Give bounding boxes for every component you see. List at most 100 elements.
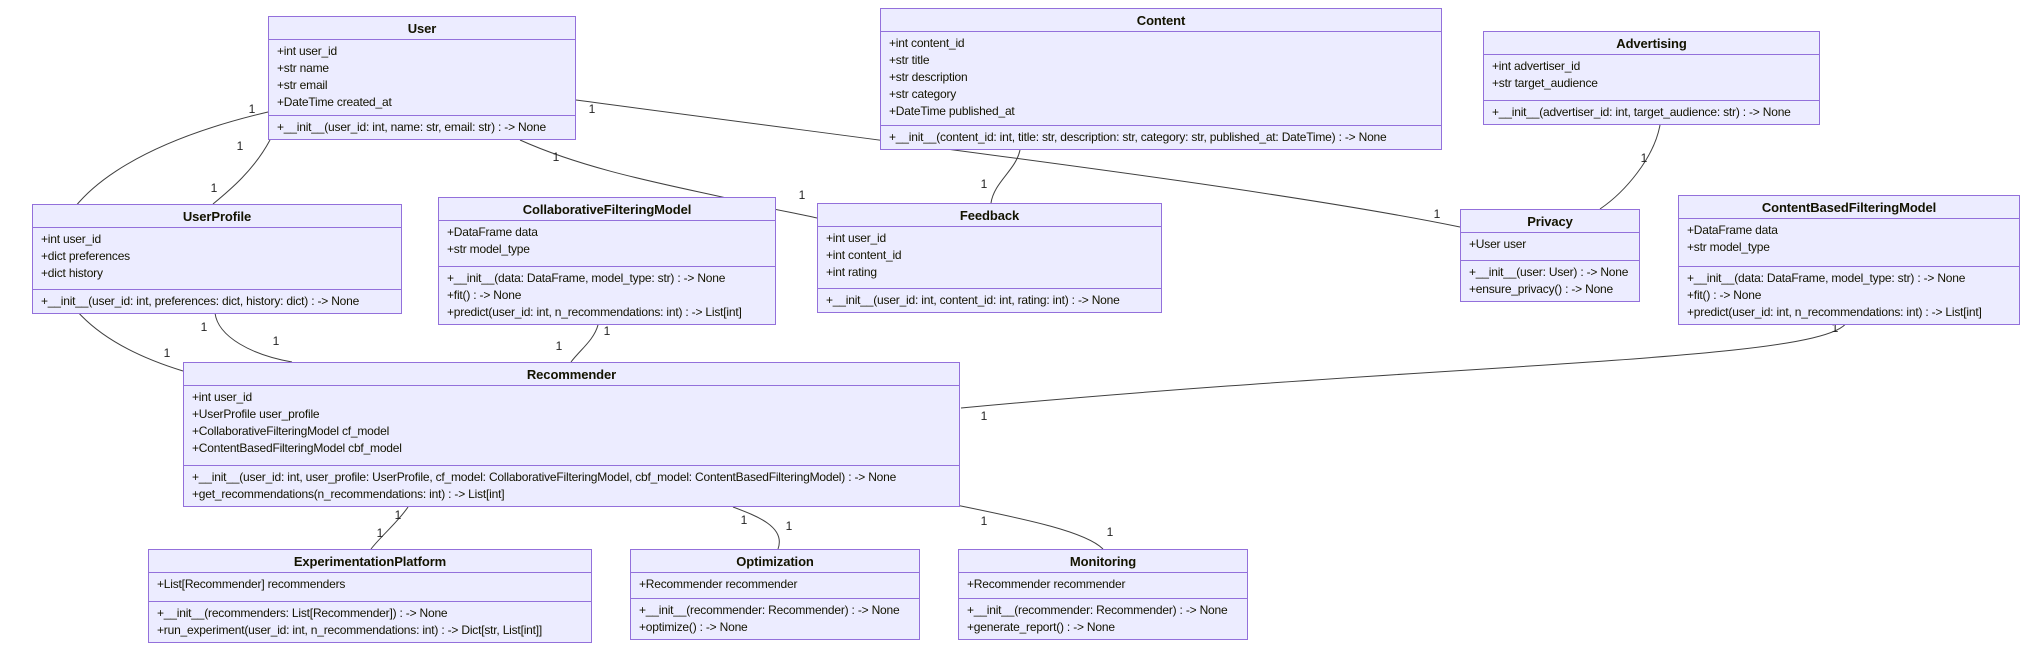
class-attribute: +Recommender recommender bbox=[639, 577, 798, 591]
multiplicity-label: 1 bbox=[395, 508, 402, 522]
class-method: +__init__(user_id: int, user_profile: Us… bbox=[192, 470, 897, 484]
multiplicity-label: 1 bbox=[211, 181, 218, 195]
class-attribute: +str target_audience bbox=[1492, 76, 1598, 90]
class-attribute: +User user bbox=[1469, 237, 1527, 251]
class-attribute: +DataFrame data bbox=[447, 225, 538, 239]
class-attribute: +int user_id bbox=[277, 44, 337, 58]
class-box-content: Content +int content_id+str title+str des… bbox=[880, 8, 1442, 150]
class-attribute: +DateTime published_at bbox=[889, 104, 1015, 118]
class-method: +run_experiment(user_id: int, n_recommen… bbox=[157, 623, 543, 637]
class-attributes-section: +int user_id+int content_id+int rating bbox=[818, 226, 1161, 288]
class-attribute: +DataFrame data bbox=[1687, 223, 1778, 237]
class-method: +__init__(recommender: Recommender) : ->… bbox=[639, 603, 900, 617]
class-methods-section: +__init__(data: DataFrame, model_type: s… bbox=[1679, 266, 2019, 324]
class-methods-section: +__init__(recommenders: List[Recommender… bbox=[149, 601, 591, 642]
multiplicity-label: 1 bbox=[1107, 525, 1114, 539]
class-methods-section: +__init__(advertiser_id: int, target_aud… bbox=[1484, 100, 1819, 124]
multiplicity-label: 1 bbox=[799, 188, 806, 202]
class-method: +fit() : -> None bbox=[447, 288, 522, 302]
class-box-userprofile: UserProfile +int user_id +dict preferences… bbox=[32, 204, 402, 314]
class-attributes-section: +int advertiser_id +str target_audience bbox=[1484, 54, 1819, 100]
class-title: ExperimentationPlatform bbox=[293, 554, 447, 569]
class-box-collaborativefilteringmodel: CollaborativeFilteringModel +DataFrame da… bbox=[438, 197, 776, 325]
edge-recommender-experimentationplatform bbox=[370, 506, 409, 550]
class-title: Optimization bbox=[736, 554, 814, 569]
multiplicity-label: 1 bbox=[164, 346, 171, 360]
class-method: +__init__(content_id: int, title: str, d… bbox=[889, 130, 1387, 144]
multiplicity-label: 1 bbox=[786, 519, 793, 533]
class-attribute: +int user_id bbox=[41, 232, 101, 246]
class-box-advertising: Advertising +int advertiser_id +str target… bbox=[1483, 31, 1820, 125]
class-attribute: +List[Recommender] recommenders bbox=[157, 577, 346, 591]
class-attributes-section: +User user bbox=[1461, 232, 1639, 260]
multiplicity-label: 1 bbox=[981, 409, 988, 423]
multiplicity-label: 1 bbox=[556, 339, 563, 353]
class-attribute: +int advertiser_id bbox=[1492, 59, 1581, 73]
class-title: Advertising bbox=[1616, 36, 1687, 51]
class-method: +__init__(advertiser_id: int, target_aud… bbox=[1492, 105, 1791, 119]
class-attribute: +str name bbox=[277, 61, 329, 75]
class-attribute: +dict history bbox=[41, 266, 103, 280]
class-attribute: +DateTime created_at bbox=[277, 95, 392, 109]
edge-content-feedback bbox=[990, 149, 1021, 204]
edge-recommender-monitoring bbox=[955, 504, 1104, 550]
class-box-contentbasedfilteringmodel: ContentBasedFilteringModel +DataFrame dat… bbox=[1678, 195, 2020, 325]
class-method: +__init__(user: User) : -> None bbox=[1469, 265, 1629, 279]
class-attribute: +str model_type bbox=[447, 242, 530, 256]
class-attribute: +int user_id bbox=[192, 390, 252, 404]
multiplicity-label: 1 bbox=[981, 514, 988, 528]
class-attributes-section: +List[Recommender] recommenders bbox=[149, 572, 591, 601]
multiplicity-label: 1 bbox=[1434, 207, 1441, 221]
multiplicity-label: 1 bbox=[553, 150, 560, 164]
class-attribute: +int content_id bbox=[889, 36, 965, 50]
class-title: Feedback bbox=[959, 208, 1020, 223]
class-attribute: +dict preferences bbox=[41, 249, 130, 263]
multiplicity-label: 1 bbox=[741, 513, 748, 527]
class-method: +ensure_privacy() : -> None bbox=[1469, 282, 1614, 296]
multiplicity-label: 1 bbox=[273, 334, 280, 348]
class-title: Privacy bbox=[1527, 214, 1573, 229]
class-attributes-section: +Recommender recommender bbox=[959, 572, 1247, 598]
multiplicity-label: 1 bbox=[201, 320, 208, 334]
class-attributes-section: +Recommender recommender bbox=[631, 572, 919, 598]
class-attribute: +ContentBasedFilteringModel cbf_model bbox=[192, 441, 402, 455]
class-methods-section: +__init__(recommender: Recommender) : ->… bbox=[631, 598, 919, 639]
class-title: CollaborativeFilteringModel bbox=[522, 202, 692, 217]
class-methods-section: +__init__(recommender: Recommender) : ->… bbox=[959, 598, 1247, 639]
class-attributes-section: +int user_id+str name+str email+DateTime… bbox=[269, 39, 575, 115]
multiplicity-label: 1 bbox=[589, 102, 596, 116]
class-title: ContentBasedFilteringModel bbox=[1761, 200, 1937, 215]
edge-userprofile-recommender bbox=[214, 312, 293, 363]
class-methods-section: +__init__(user_id: int, user_profile: Us… bbox=[184, 465, 959, 506]
class-title: Monitoring bbox=[1069, 554, 1137, 569]
class-method: +__init__(user_id: int, preferences: dic… bbox=[41, 294, 360, 308]
class-attributes-section: +int content_id+str title+str descriptio… bbox=[881, 31, 1441, 125]
class-box-monitoring: Monitoring +Recommender recommender +__ini… bbox=[958, 549, 1248, 640]
class-attributes-section: +DataFrame data+str model_type bbox=[1679, 218, 2019, 266]
multiplicity-label: 1 bbox=[604, 324, 611, 338]
class-title: UserProfile bbox=[182, 209, 252, 224]
class-attribute: +str description bbox=[889, 70, 968, 84]
class-methods-section: +__init__(data: DataFrame, model_type: s… bbox=[439, 266, 775, 324]
edge-collaborativefilteringmodel-recommender bbox=[570, 324, 599, 363]
edge-user-privacy bbox=[575, 99, 1461, 228]
class-title: Content bbox=[1136, 13, 1186, 28]
class-methods-section: +__init__(user_id: int, preferences: dic… bbox=[33, 289, 401, 313]
edge-user-userprofile bbox=[212, 139, 271, 205]
class-method: +__init__(data: DataFrame, model_type: s… bbox=[1687, 271, 1966, 285]
class-methods-section: +__init__(content_id: int, title: str, d… bbox=[881, 125, 1441, 149]
class-attribute: +CollaborativeFilteringModel cf_model bbox=[192, 424, 390, 438]
class-attribute: +Recommender recommender bbox=[967, 577, 1126, 591]
edge-contentbasedfilteringmodel-recommender bbox=[960, 321, 1848, 409]
class-method: +__init__(recommenders: List[Recommender… bbox=[157, 606, 448, 620]
class-box-optimization: Optimization +Recommender recommender +__i… bbox=[630, 549, 920, 640]
class-attributes-section: +DataFrame data +str model_type bbox=[439, 220, 775, 266]
class-attribute: +int user_id bbox=[826, 231, 886, 245]
class-method: +__init__(user_id: int, content_id: int,… bbox=[826, 293, 1120, 307]
class-method: +optimize() : -> None bbox=[639, 620, 748, 634]
class-method: +predict(user_id: int, n_recommendations… bbox=[447, 305, 742, 319]
class-title: Recommender bbox=[526, 367, 617, 382]
class-attribute: +UserProfile user_profile bbox=[192, 407, 320, 421]
